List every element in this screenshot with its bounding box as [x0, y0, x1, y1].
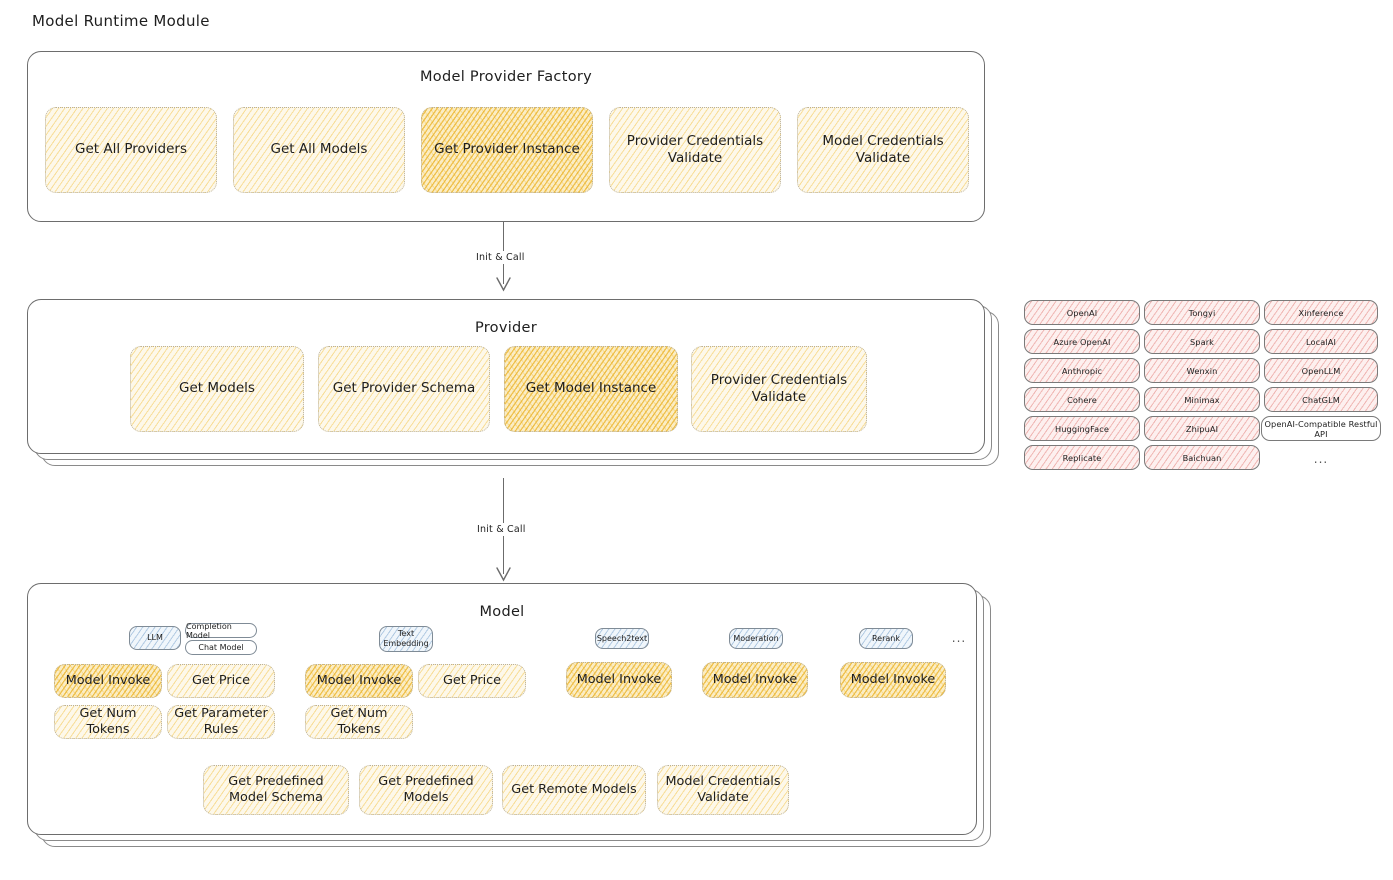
- page-title: Model Runtime Module: [32, 12, 210, 30]
- model-types-more-ellipsis: ...: [951, 631, 967, 645]
- connector-2-arrowhead: [495, 567, 512, 586]
- model-subbadge-chat-model[interactable]: Chat Model: [185, 640, 257, 655]
- speech2text-method-model-invoke[interactable]: Model Invoke: [566, 662, 672, 698]
- provider-title: Provider: [474, 320, 538, 336]
- provider-chip-openai-compatible-restful-api[interactable]: OpenAI-Compatible Restful API: [1261, 416, 1381, 441]
- model-type-badge-llm[interactable]: LLM: [129, 626, 181, 650]
- moderation-method-model-invoke[interactable]: Model Invoke: [702, 662, 808, 698]
- text-embedding-method-model-invoke[interactable]: Model Invoke: [305, 664, 413, 698]
- provider-chip-cohere[interactable]: Cohere: [1024, 387, 1140, 412]
- provider-chip-openai[interactable]: OpenAI: [1024, 300, 1140, 325]
- factory-card-get-all-providers[interactable]: Get All Providers: [45, 107, 217, 193]
- provider-chip-anthropic[interactable]: Anthropic: [1024, 358, 1140, 383]
- text-embedding-method-get-num-tokens[interactable]: Get Num Tokens: [305, 705, 413, 739]
- connector-2-label: Init & Call: [473, 523, 530, 536]
- factory-card-model-credentials-validate[interactable]: Model Credentials Validate: [797, 107, 969, 193]
- provider-chip-wenxin[interactable]: Wenxin: [1144, 358, 1260, 383]
- model-type-badge-moderation[interactable]: Moderation: [729, 628, 783, 649]
- rerank-method-model-invoke[interactable]: Model Invoke: [840, 662, 946, 698]
- model-provider-factory-title: Model Provider Factory: [419, 69, 593, 85]
- model-common-get-predefined-model-schema[interactable]: Get Predefined Model Schema: [203, 765, 349, 815]
- provider-card-get-model-instance[interactable]: Get Model Instance: [504, 346, 678, 432]
- provider-chip-openllm[interactable]: OpenLLM: [1264, 358, 1378, 383]
- factory-card-provider-credentials-validate[interactable]: Provider Credentials Validate: [609, 107, 781, 193]
- provider-chip-minimax[interactable]: Minimax: [1144, 387, 1260, 412]
- provider-card-provider-credentials-validate[interactable]: Provider Credentials Validate: [691, 346, 867, 432]
- model-type-badge-speech2text[interactable]: Speech2text: [595, 628, 649, 649]
- text-embedding-method-get-price[interactable]: Get Price: [418, 664, 526, 698]
- provider-chip-huggingface[interactable]: HuggingFace: [1024, 416, 1140, 441]
- provider-chip-baichuan[interactable]: Baichuan: [1144, 445, 1260, 470]
- model-title: Model: [479, 604, 525, 620]
- provider-chip-replicate[interactable]: Replicate: [1024, 445, 1140, 470]
- model-type-badge-text-embedding[interactable]: Text Embedding: [379, 626, 433, 652]
- provider-chip-chatglm[interactable]: ChatGLM: [1264, 387, 1378, 412]
- model-common-get-remote-models[interactable]: Get Remote Models: [502, 765, 646, 815]
- factory-card-get-provider-instance[interactable]: Get Provider Instance: [421, 107, 593, 193]
- model-type-badge-rerank[interactable]: Rerank: [859, 628, 913, 649]
- provider-chip-tongyi[interactable]: Tongyi: [1144, 300, 1260, 325]
- provider-chip-xinference[interactable]: Xinference: [1264, 300, 1378, 325]
- connector-1-label: Init & Call: [472, 251, 529, 264]
- model-common-get-predefined-models[interactable]: Get Predefined Models: [359, 765, 493, 815]
- llm-method-get-parameter-rules[interactable]: Get Parameter Rules: [167, 705, 275, 739]
- model-common-model-credentials-validate[interactable]: Model Credentials Validate: [657, 765, 789, 815]
- llm-method-model-invoke[interactable]: Model Invoke: [54, 664, 162, 698]
- provider-list-more-ellipsis: ...: [1313, 452, 1329, 466]
- provider-card-get-models[interactable]: Get Models: [130, 346, 304, 432]
- factory-card-get-all-models[interactable]: Get All Models: [233, 107, 405, 193]
- provider-chip-azure-openai[interactable]: Azure OpenAI: [1024, 329, 1140, 354]
- connector-1-arrowhead: [495, 277, 512, 296]
- llm-method-get-price[interactable]: Get Price: [167, 664, 275, 698]
- provider-chip-localai[interactable]: LocalAI: [1264, 329, 1378, 354]
- model-subbadge-completion-model[interactable]: Completion Model: [185, 622, 257, 640]
- provider-card-get-provider-schema[interactable]: Get Provider Schema: [318, 346, 490, 432]
- llm-method-get-num-tokens[interactable]: Get Num Tokens: [54, 705, 162, 739]
- provider-chip-zhipuai[interactable]: ZhipuAI: [1144, 416, 1260, 441]
- provider-chip-spark[interactable]: Spark: [1144, 329, 1260, 354]
